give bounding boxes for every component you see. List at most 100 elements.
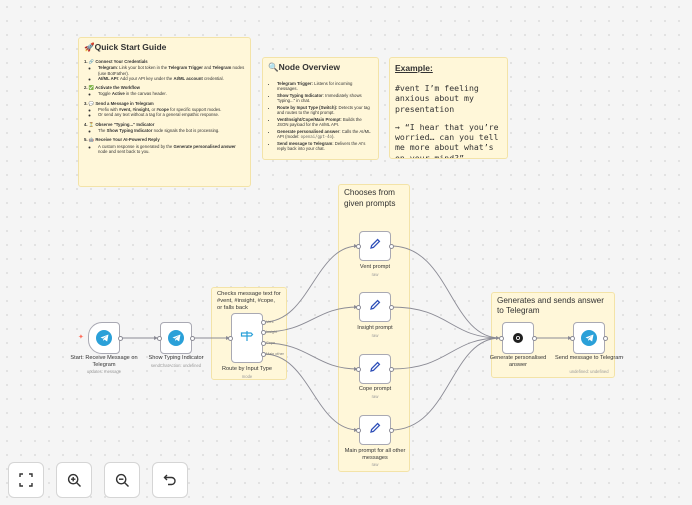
- main-output-port[interactable]: [389, 428, 394, 433]
- zoom-in-button[interactable]: [56, 462, 92, 498]
- quick-start-step-title: 5. 🤖 Receive Your AI-Powered Reply: [84, 137, 160, 143]
- telegram-icon: [168, 330, 184, 346]
- vent-prompt-node[interactable]: [359, 231, 391, 261]
- telegram-trigger-node[interactable]: [88, 322, 120, 354]
- quick-start-text: Or send any text without a tag for a gen…: [98, 112, 220, 118]
- wire-main-generate: [390, 337, 501, 431]
- quick-start-text: Telegram Trigger: [168, 65, 203, 71]
- trigger-node-subtitle: updates: message: [86, 369, 122, 374]
- wire-insight-generate: [390, 306, 501, 339]
- quick-start-text: credential.: [202, 75, 224, 81]
- quick-start-text: in the canvas header.: [124, 91, 167, 97]
- pencil-icon: [369, 237, 381, 255]
- cope-input-port[interactable]: [356, 367, 361, 372]
- wire-router-insight: [263, 306, 359, 333]
- route-by-input-node[interactable]: [231, 313, 263, 363]
- trigger-output-port[interactable]: [118, 336, 123, 341]
- quick-start-title: 🚀Quick Start Guide: [84, 42, 167, 52]
- generate-input-port[interactable]: [499, 336, 504, 341]
- quick-start-text: and: [202, 65, 213, 71]
- fullscreen-icon: [19, 473, 33, 487]
- node-overview-item-desc: : Immediately shows "typing..." in chat.: [277, 92, 362, 104]
- aiml-api-icon: [513, 333, 523, 343]
- zoom-out-icon: [115, 473, 129, 487]
- vent-input-port[interactable]: [356, 244, 361, 249]
- send-input-port[interactable]: [570, 336, 575, 341]
- quick-start-text: : Add your API key under the: [117, 75, 174, 81]
- vent-output-port[interactable]: [389, 244, 394, 249]
- node-overview-item-name: Vent/Insight/Cope/Main Prompt: [277, 116, 341, 122]
- quick-start-step-item: The Show Typing Indicator node signals t…: [98, 128, 245, 133]
- generate-answer-node[interactable]: [502, 322, 534, 354]
- cope-node-subtitle: raw: [371, 394, 379, 399]
- typing-input-port[interactable]: [157, 336, 162, 341]
- example-reply: → “I hear that you’re worried… can you t…: [395, 121, 499, 159]
- quick-start-text: AI/ML account: [173, 75, 203, 81]
- router-output-insight-port[interactable]: [261, 330, 266, 335]
- quick-start-sticky-note[interactable]: 🚀Quick Start Guide 1. 🔗 Connect Your Cre…: [78, 37, 251, 187]
- node-overview-title: 🔍Node Overview: [268, 62, 340, 72]
- quick-start-text: Generate personalised answer: [173, 143, 236, 149]
- main-input-port[interactable]: [356, 428, 361, 433]
- typing-output-port[interactable]: [190, 336, 195, 341]
- pencil-icon: [369, 421, 381, 439]
- router-output-vent-port[interactable]: [261, 320, 266, 325]
- typing-node-subtitle: sendChatAction: undefined: [150, 363, 202, 368]
- vent-node-label: Vent prompt: [359, 264, 391, 270]
- telegram-icon: [96, 330, 112, 346]
- show-typing-node[interactable]: [160, 322, 192, 354]
- main-node-label: Main prompt for all other messages: [344, 448, 406, 461]
- generate-group-note[interactable]: Generates and sends answer to Telegram: [491, 292, 615, 378]
- vent-node-subtitle: raw: [371, 272, 379, 277]
- quick-start-text: Telegram: [212, 65, 232, 71]
- quick-start-step: 4. ⏳ Observe "Typing..." IndicatorThe Sh…: [84, 122, 245, 134]
- quick-start-text: Show Typing Indicator: [106, 127, 153, 133]
- router-output-cope-port[interactable]: [261, 341, 266, 346]
- quick-start-step-title: 2. ✅ Activate the Workflow: [84, 85, 140, 91]
- example-sticky-note[interactable]: Example: #vent I’m feeling anxious about…: [389, 57, 508, 159]
- quick-start-text: A custom response is generated by the: [98, 143, 174, 149]
- wire-router-main: [263, 353, 359, 431]
- pencil-icon: [369, 298, 381, 316]
- node-overview-item: Generate personalised answer: Calls the …: [277, 129, 373, 139]
- router-output-label: Main other: [266, 352, 284, 356]
- cope-prompt-node[interactable]: [359, 354, 391, 384]
- typing-node-label: Show Typing Indicator: [148, 355, 204, 361]
- quick-start-step-title: 1. 🔗 Connect Your Credentials: [84, 59, 148, 64]
- quick-start-text: The: [98, 127, 107, 133]
- example-message: #vent I’m feeling anxious about my prese…: [395, 83, 479, 114]
- undo-icon: [163, 474, 176, 486]
- quick-start-step-item: Or send any text without a tag for a gen…: [98, 112, 245, 117]
- send-message-node[interactable]: [573, 322, 605, 354]
- cope-output-port[interactable]: [389, 367, 394, 372]
- node-overview-item: Send message to Telegram: Delivers the A…: [277, 141, 373, 151]
- router-output-label: Vent: [266, 320, 274, 324]
- example-heading: Example:: [395, 63, 433, 73]
- insight-output-port[interactable]: [389, 305, 394, 310]
- send-output-port[interactable]: [603, 336, 608, 341]
- node-overview-sticky-note[interactable]: 🔍Node Overview Telegram Trigger: Listens…: [262, 57, 379, 160]
- switch-signpost-icon: [240, 329, 254, 347]
- quick-start-text: node and sent back to you.: [98, 148, 150, 154]
- quick-start-step: 1. 🔗 Connect Your CredentialsTelegram: L…: [84, 59, 245, 81]
- quick-start-step-title: 4. ⏳ Observe "Typing..." Indicator: [84, 121, 155, 127]
- router-node-subtitle: mode: [241, 374, 253, 379]
- wire-router-cope: [263, 342, 359, 370]
- zoom-out-button[interactable]: [104, 462, 140, 498]
- fit-view-button[interactable]: [8, 462, 44, 498]
- router-output-other-port[interactable]: [261, 352, 266, 357]
- wire-router-vent: [263, 245, 359, 323]
- quick-start-step-item: AI/ML API: Add your API key under the AI…: [98, 76, 245, 81]
- main-prompt-node[interactable]: [359, 415, 391, 445]
- cope-node-label: Cope prompt: [358, 386, 392, 392]
- node-overview-item-name: Generate personalised answer: [277, 128, 340, 134]
- node-overview-item-name: Route by Input Type (Switch):: [277, 104, 338, 110]
- pencil-icon: [369, 360, 381, 378]
- insight-node-subtitle: raw: [371, 333, 379, 338]
- insight-prompt-node[interactable]: [359, 292, 391, 322]
- insight-input-port[interactable]: [356, 305, 361, 310]
- undo-button[interactable]: [152, 462, 188, 498]
- router-input-port[interactable]: [228, 336, 233, 341]
- generate-output-port[interactable]: [532, 336, 537, 341]
